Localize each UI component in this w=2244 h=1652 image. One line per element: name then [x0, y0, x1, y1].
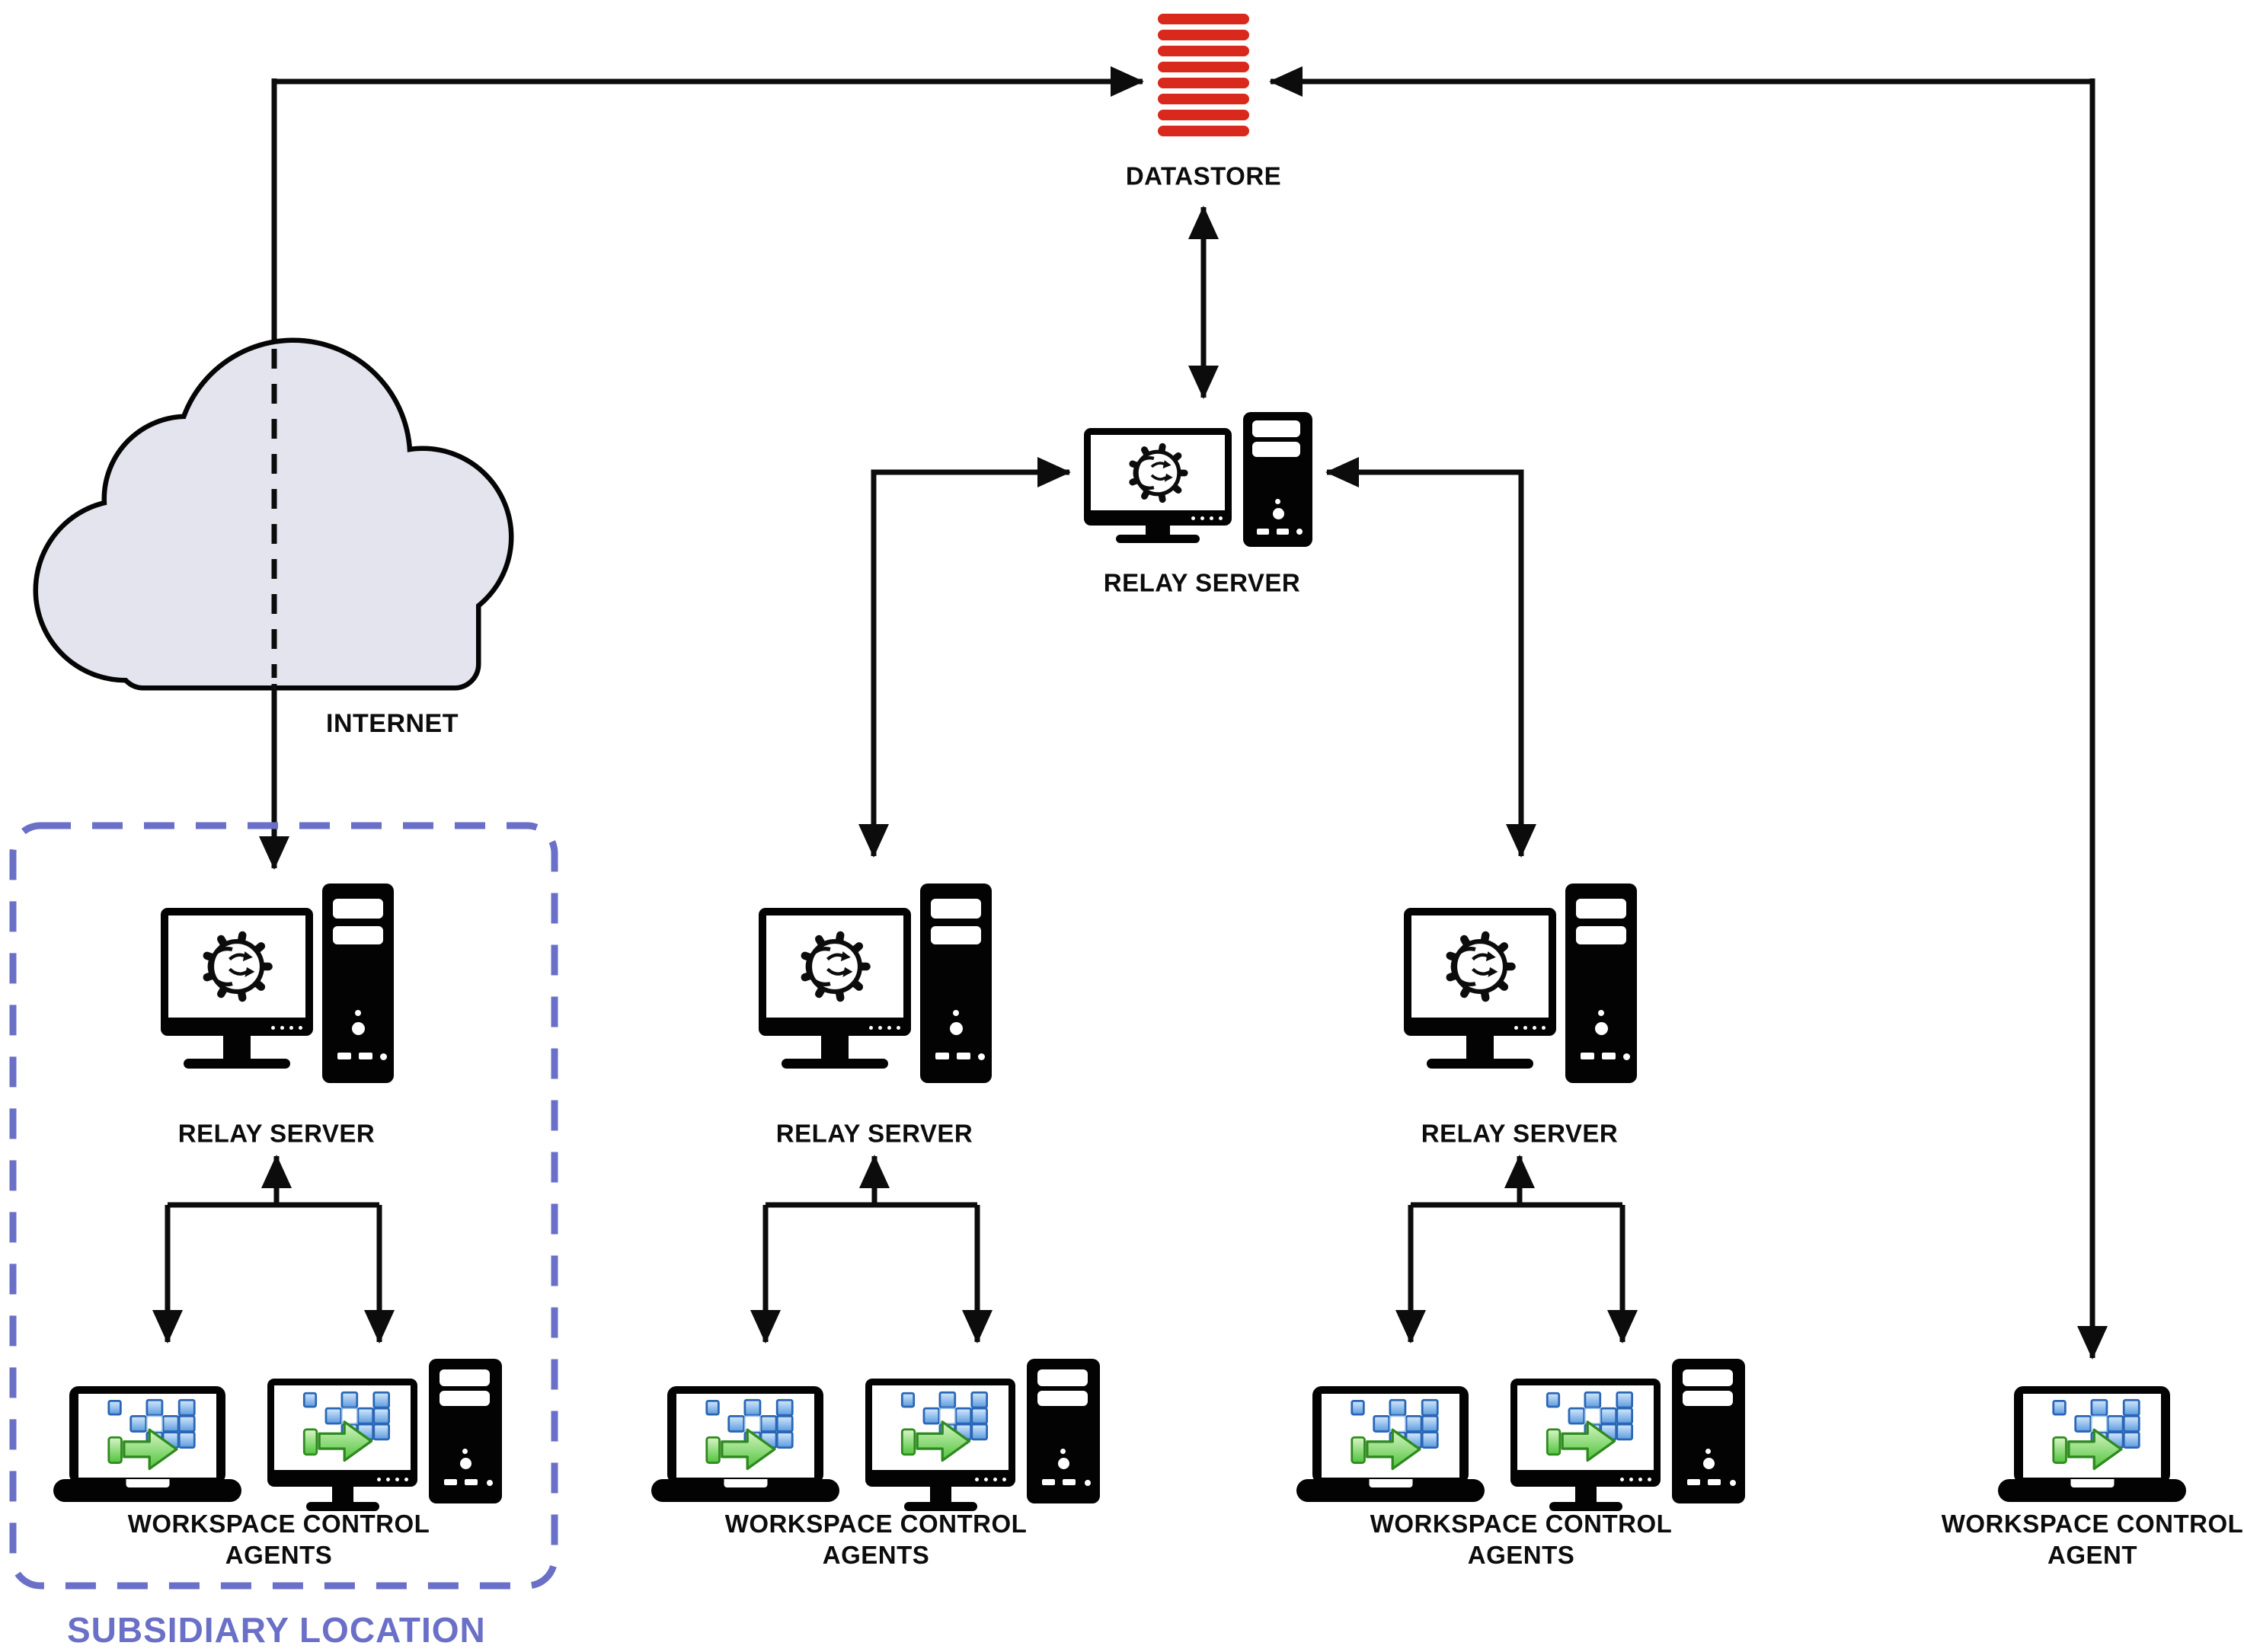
gear-icon: [795, 927, 874, 1006]
workspace-agent-glyph: [1538, 1391, 1634, 1465]
tower-pc-icon: [1027, 1359, 1100, 1503]
relay-server-node-left: [161, 884, 394, 1083]
workspace-agent-glyph: [99, 1398, 197, 1473]
datastore-disk-bar: [1158, 78, 1249, 88]
workspace-agents-group-right: [1296, 1359, 1745, 1513]
datastore-label: DATASTORE: [1125, 161, 1282, 190]
relay-server-label: RELAY SERVER: [177, 1119, 376, 1148]
laptop-icon: [1312, 1386, 1469, 1484]
workspace-agent-glyph: [893, 1391, 989, 1465]
relay-server-label: RELAY SERVER: [1421, 1119, 1619, 1148]
workspace-agents-label: WORKSPACE CONTROL AGENTS: [127, 1510, 430, 1570]
monitor-icon: [161, 908, 313, 1036]
relay-server-node-top: [1084, 412, 1312, 549]
workspace-agents-label: WORKSPACE CONTROL AGENTS: [1370, 1510, 1673, 1570]
desktop-monitor-icon: [267, 1379, 417, 1487]
tower-pc-icon: [429, 1359, 502, 1503]
monitor-icon: [759, 908, 911, 1036]
internet-label: INTERNET: [326, 708, 459, 738]
datastore-disk-bar: [1158, 62, 1249, 72]
tower-pc-icon: [322, 884, 394, 1083]
relay-server-node-right: [1404, 884, 1637, 1083]
workspace-agents-label: WORKSPACE CONTROL AGENTS: [724, 1510, 1028, 1570]
gear-icon: [1124, 439, 1191, 506]
workspace-agent-label: WORKSPACE CONTROL AGENT: [1941, 1510, 2244, 1570]
relay-server-label: RELAY SERVER: [775, 1119, 973, 1148]
monitor-icon: [1084, 428, 1232, 526]
workspace-agent-glyph: [2044, 1398, 2141, 1473]
desktop-monitor-icon: [1510, 1379, 1661, 1487]
workspace-agent-glyph: [295, 1391, 391, 1465]
relay-server-node-middle: [759, 884, 992, 1083]
workspace-agents-group-middle: [651, 1359, 1100, 1513]
tower-pc-icon: [1672, 1359, 1745, 1503]
laptop-icon: [2014, 1386, 2170, 1484]
datastore-disk-bar: [1158, 94, 1249, 104]
datastore-disk-bar: [1158, 46, 1249, 56]
workspace-agent-glyph: [697, 1398, 794, 1473]
top-relay-right-elbow-arrow: [1325, 457, 1536, 858]
workspace-agents-group-left: [53, 1359, 502, 1513]
tower-pc-icon: [1243, 412, 1312, 547]
top-relay-left-elbow-arrow: [858, 457, 1071, 858]
datastore-disk-bar: [1158, 30, 1249, 40]
gear-icon: [197, 927, 277, 1006]
gear-icon: [1440, 927, 1520, 1006]
desktop-monitor-icon: [865, 1379, 1015, 1487]
workspace-agent-glyph: [1342, 1398, 1440, 1473]
internet-cloud: [33, 337, 514, 691]
tower-pc-icon: [1565, 884, 1637, 1083]
tower-pc-icon: [920, 884, 992, 1083]
datastore-icon: [1158, 14, 1249, 136]
relay-server-label: RELAY SERVER: [1103, 568, 1301, 597]
monitor-icon: [1404, 908, 1556, 1036]
agent-tree-connectors: [152, 1155, 1638, 1344]
workspace-agent-single: [1998, 1359, 2186, 1513]
datastore-disk-bar: [1158, 110, 1249, 120]
datastore-disk-bar: [1158, 126, 1249, 136]
datastore-disk-bar: [1158, 14, 1249, 24]
subsidiary-location-label: SUBSIDIARY LOCATION: [67, 1610, 486, 1650]
laptop-icon: [667, 1386, 823, 1484]
laptop-icon: [69, 1386, 225, 1484]
subsidiary-location-boundary: [9, 822, 558, 1590]
